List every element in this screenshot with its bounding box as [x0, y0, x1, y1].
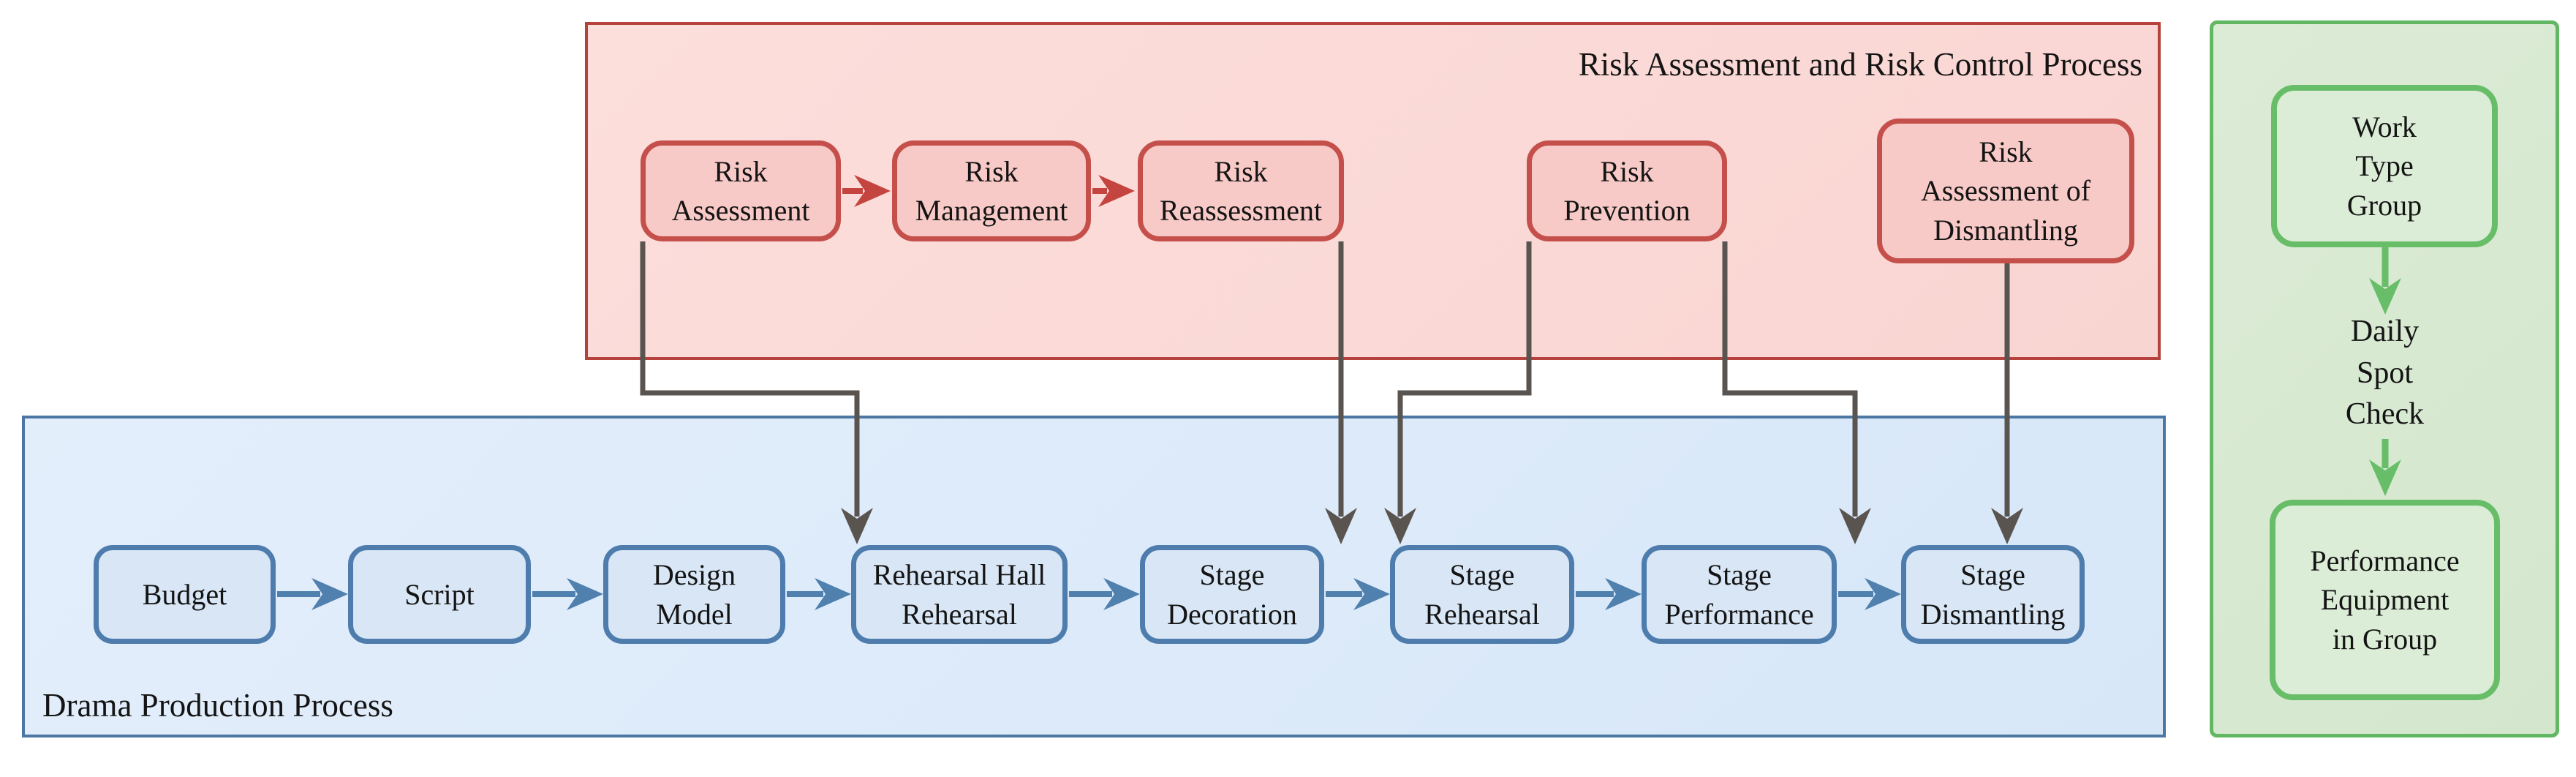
daily-spot-check-text: Daily Spot Check	[2345, 314, 2425, 432]
node-stage-performance: Stage Performance	[1642, 545, 1837, 644]
node-script: Script	[348, 545, 531, 644]
node-risk-prevention: Risk Prevention	[1527, 140, 1727, 241]
node-risk-management: Risk Management	[892, 140, 1091, 241]
node-design-model: Design Model	[603, 545, 785, 644]
node-risk-reassessment: Risk Reassessment	[1138, 140, 1344, 241]
risk-process-title: Risk Assessment and Risk Control Process	[1578, 46, 2142, 83]
node-risk-assessment-of-dismantling: Risk Assessment of Dismantling	[1877, 119, 2134, 263]
node-stage-decoration: Stage Decoration	[1140, 545, 1324, 644]
node-work-type-group: Work Type Group	[2271, 85, 2498, 247]
drama-process-title: Drama Production Process	[42, 687, 393, 724]
node-rehearsal-hall-rehearsal: Rehearsal Hall Rehearsal	[851, 545, 1068, 644]
node-performance-equipment-in-group: Performance Equipment in Group	[2270, 500, 2500, 700]
node-risk-assessment: Risk Assessment	[641, 140, 841, 241]
node-budget: Budget	[94, 545, 276, 644]
node-stage-rehearsal: Stage Rehearsal	[1390, 545, 1574, 644]
node-stage-dismantling: Stage Dismantling	[1901, 545, 2085, 644]
